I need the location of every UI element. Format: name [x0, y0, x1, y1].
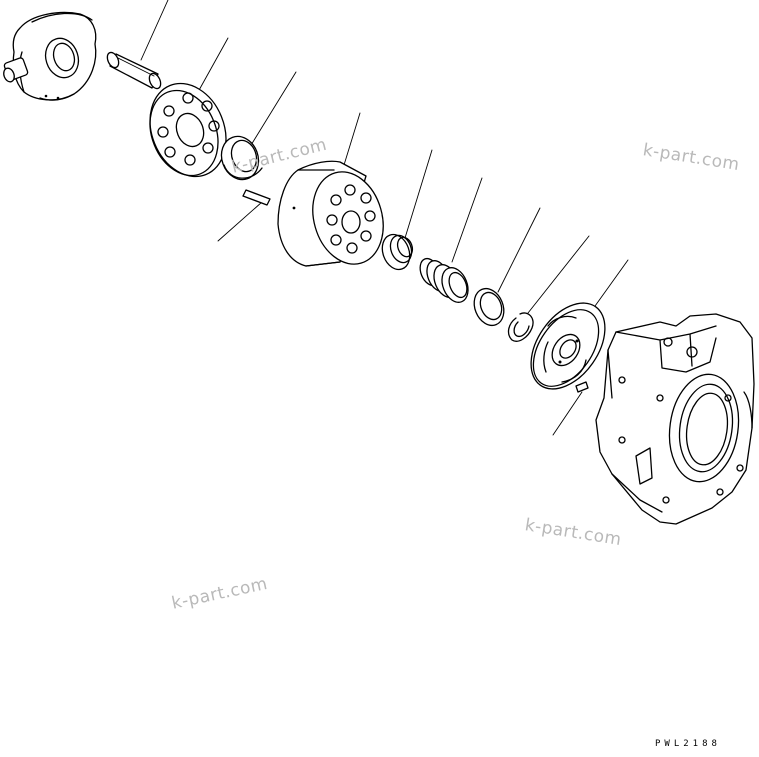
shaft-pin-part [106, 51, 162, 90]
spring-part [419, 257, 469, 303]
housing-part [595, 313, 755, 525]
cylinder-block-part [277, 160, 384, 267]
snap-ring-part [507, 312, 534, 342]
collar-ring-part [381, 233, 414, 271]
washer-part [473, 287, 505, 327]
dowel-pin-part [575, 381, 589, 393]
swash-plate-part [3, 11, 97, 101]
small-pin-part [242, 189, 271, 206]
valve-plate-part [530, 302, 606, 390]
retainer-plate-part [149, 82, 227, 178]
drawing-code: PWL2188 [655, 739, 721, 749]
spherical-bushing-part [220, 135, 263, 181]
